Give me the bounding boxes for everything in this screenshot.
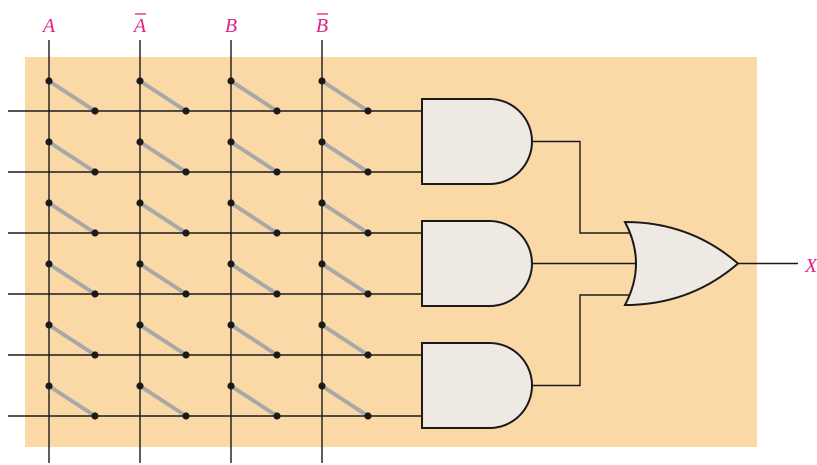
fuse-link xyxy=(229,384,279,418)
fuse-link xyxy=(138,79,188,113)
fuse-dot xyxy=(182,290,190,298)
fuse-dot xyxy=(227,138,235,146)
fuse-link xyxy=(138,262,188,296)
fuse-dot xyxy=(364,168,372,176)
fuse-link xyxy=(47,140,97,174)
fuse-dot xyxy=(273,290,281,298)
fuse-dot xyxy=(227,77,235,85)
gate-connection-wire xyxy=(532,294,636,387)
fuse-dot xyxy=(91,351,99,359)
and-gate-2 xyxy=(421,220,533,307)
fuse-link xyxy=(320,201,370,235)
fuse-dot xyxy=(273,229,281,237)
fuse-dot xyxy=(227,382,235,390)
and-gate-3 xyxy=(421,342,533,429)
input-label-b: B xyxy=(225,15,237,37)
fuse-dot xyxy=(136,260,144,268)
fuse-link xyxy=(138,201,188,235)
input-label-not-b: B xyxy=(316,15,328,37)
fuse-link xyxy=(229,79,279,113)
fuse-link xyxy=(229,262,279,296)
fuse-dot xyxy=(182,412,190,420)
fuse-link xyxy=(138,384,188,418)
fuse-dot xyxy=(273,412,281,420)
fuse-dot xyxy=(318,138,326,146)
fuse-dot xyxy=(91,229,99,237)
input-label-not-a: A xyxy=(132,15,147,37)
fuse-link xyxy=(229,323,279,357)
fuse-dot xyxy=(91,107,99,115)
fuse-dot xyxy=(273,168,281,176)
or-gate xyxy=(623,220,740,307)
fuse-dot xyxy=(227,199,235,207)
fuse-dot xyxy=(318,382,326,390)
fuse-dot xyxy=(318,77,326,85)
fuse-dot xyxy=(182,107,190,115)
fuse-dot xyxy=(182,229,190,237)
fuse-dot xyxy=(273,107,281,115)
fuse-link xyxy=(138,140,188,174)
logic-gates xyxy=(421,98,740,429)
fuse-dot xyxy=(45,260,53,268)
fuse-link xyxy=(320,384,370,418)
fuse-link xyxy=(320,262,370,296)
fuse-links xyxy=(47,79,370,418)
fuse-dot xyxy=(318,260,326,268)
fuse-link xyxy=(320,140,370,174)
fuse-dot xyxy=(227,321,235,329)
fuse-dot xyxy=(364,107,372,115)
fuse-dot xyxy=(136,199,144,207)
product-term-lines xyxy=(8,110,422,417)
fuse-dot xyxy=(227,260,235,268)
fuse-dot xyxy=(136,77,144,85)
gate-connections xyxy=(532,140,798,387)
fuse-dot xyxy=(91,412,99,420)
fuse-dot xyxy=(91,290,99,298)
fuse-link xyxy=(320,79,370,113)
fuse-link xyxy=(229,201,279,235)
fuse-dot xyxy=(45,199,53,207)
fuse-link xyxy=(47,262,97,296)
fuse-dot xyxy=(136,138,144,146)
fuse-dot xyxy=(364,229,372,237)
fuse-link xyxy=(47,79,97,113)
fuse-dot xyxy=(273,351,281,359)
fuse-dot xyxy=(45,321,53,329)
fuse-dot xyxy=(182,351,190,359)
gate-connection-wire xyxy=(532,140,636,234)
fuse-dot xyxy=(136,382,144,390)
fuse-dot xyxy=(182,168,190,176)
fuse-dots xyxy=(45,77,372,420)
fuse-link xyxy=(320,323,370,357)
fuse-dot xyxy=(364,290,372,298)
fuse-dot xyxy=(45,382,53,390)
fuse-dot xyxy=(364,351,372,359)
fuse-dot xyxy=(45,138,53,146)
and-gate-1 xyxy=(421,98,533,185)
fuse-link xyxy=(229,140,279,174)
fuse-dot xyxy=(45,77,53,85)
fuse-dot xyxy=(136,321,144,329)
fuse-dot xyxy=(318,199,326,207)
output-label: X xyxy=(804,255,817,277)
fuse-link xyxy=(47,201,97,235)
input-label-a: A xyxy=(41,15,56,37)
fuse-dot xyxy=(364,412,372,420)
fuse-link xyxy=(47,384,97,418)
fuse-link xyxy=(47,323,97,357)
fuse-dot xyxy=(91,168,99,176)
fuse-dot xyxy=(318,321,326,329)
fuse-link xyxy=(138,323,188,357)
input-lines xyxy=(48,40,323,463)
